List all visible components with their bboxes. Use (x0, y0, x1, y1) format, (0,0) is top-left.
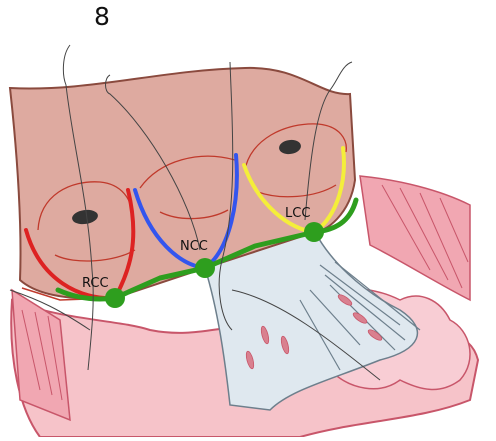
figure-panel-number: 8 (82, 2, 122, 31)
left-muscle-band (12, 290, 70, 420)
commissure-node (195, 258, 215, 278)
rcc-label: RCC (82, 276, 109, 291)
lcc-label: LCC (285, 206, 310, 221)
commissure-node (304, 222, 324, 242)
commissure-node (105, 288, 125, 308)
ncc-label: NCC (180, 239, 208, 254)
right-muscle-band (360, 176, 470, 300)
